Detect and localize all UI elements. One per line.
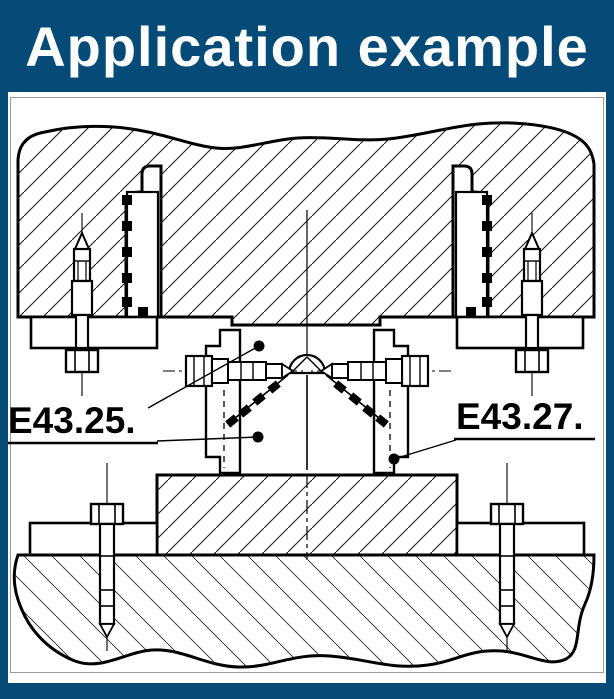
- retainer-plate-lower-left: [28, 521, 159, 557]
- screw-head: [184, 354, 214, 388]
- retainer-plate-upper-right: [455, 315, 585, 350]
- page-title: Application example: [25, 15, 589, 78]
- guide-strip-right: [454, 190, 494, 319]
- upper-die-block: [16, 121, 596, 327]
- part-label-right: E43.27.: [456, 396, 584, 437]
- strip-tooth: [122, 195, 132, 205]
- strip-tooth: [138, 307, 148, 317]
- retainer-plate-lower-right: [455, 521, 586, 557]
- strip-tooth: [122, 297, 132, 307]
- leader-dot: [252, 431, 264, 443]
- cap-screw-upper-left: [64, 213, 100, 396]
- leader-dot: [253, 340, 265, 352]
- wedge-unit-left: [163, 328, 303, 475]
- retainer-plate-upper-left: [29, 315, 159, 350]
- header-bar: [0, 0, 614, 92]
- wedge-tooth: [238, 404, 252, 418]
- wedge-tooth: [225, 414, 239, 428]
- guide-strip-left: [122, 190, 160, 319]
- wedge-tooth: [267, 380, 281, 394]
- bolt-tip: [98, 623, 116, 639]
- leader-line: [156, 436, 259, 442]
- leader-dot: [388, 453, 400, 465]
- cap-screw-lower-left: [89, 463, 125, 651]
- part-label-left: E43.25.: [8, 400, 136, 441]
- base-block: [12, 553, 596, 669]
- dome-cone-line: [306, 356, 323, 373]
- strip-tooth: [122, 247, 132, 257]
- inner-border: [10, 97, 604, 673]
- lower-punch-block: [155, 473, 459, 557]
- dome-cone-line: [291, 356, 308, 373]
- wedge-tooth: [252, 392, 266, 406]
- bolt-head: [64, 348, 100, 374]
- strip-tooth: [122, 221, 132, 231]
- strip-tooth: [122, 273, 132, 283]
- clamp-bracket: [204, 328, 242, 475]
- leader-line: [393, 439, 457, 460]
- leader-line: [147, 345, 260, 409]
- bolt-head: [89, 502, 125, 526]
